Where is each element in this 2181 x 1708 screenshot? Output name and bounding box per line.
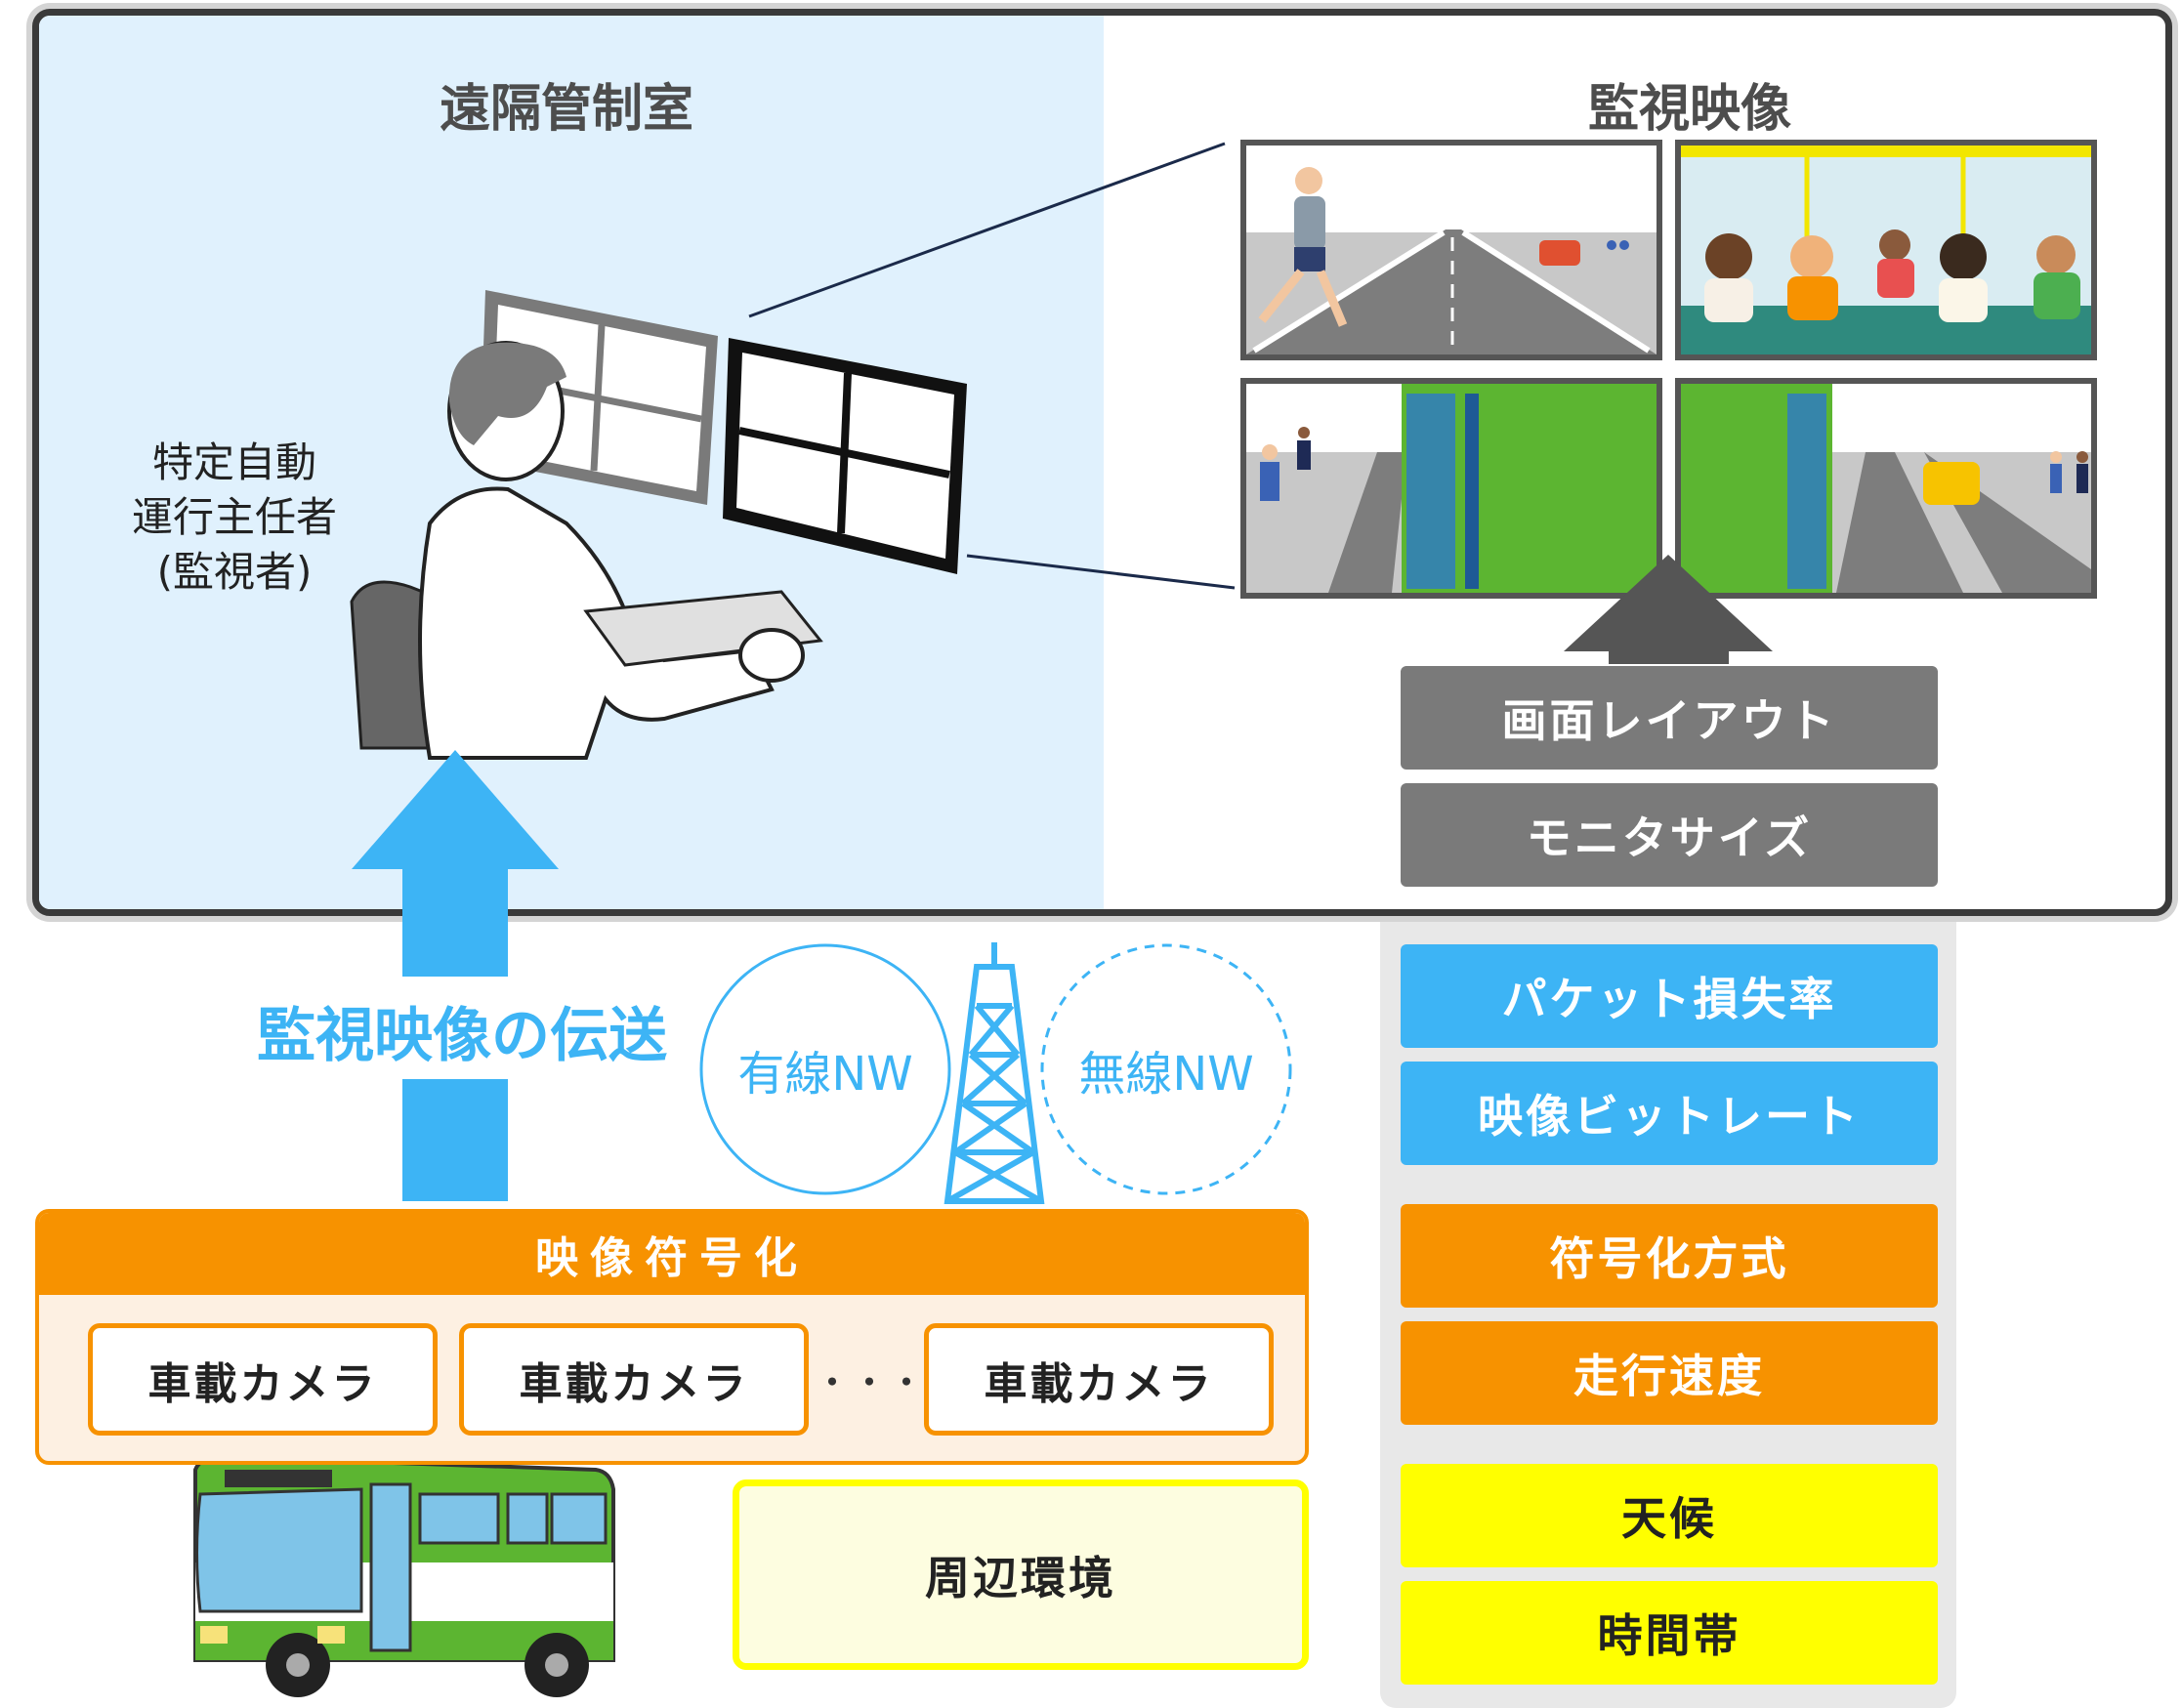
wired-nw-label: 有線NW [737,1047,913,1102]
wireless-nw-label: 無線NW [1078,1047,1254,1102]
encoding-panel: 映像符号化 車載カメラ 車載カメラ ・・・ 車載カメラ [35,1209,1309,1465]
camera-box: 車載カメラ [924,1323,1274,1436]
zoom-line [966,554,1236,590]
camera-ellipsis: ・・・ [814,1360,926,1404]
control-room-frame: 遠隔管制室 監視映像 特定自動 運行主任者 (監視者) [32,9,2172,916]
monitor-black-icon [723,338,967,574]
param-time-of-day: 時間帯 [1401,1581,1938,1685]
video-tile [1240,378,1662,599]
encoding-header: 映像符号化 [39,1213,1305,1295]
hand-icon [738,628,805,683]
taxi-icon [1923,462,1980,505]
param-monitor-size: モニタサイズ [1401,783,1938,887]
wireless-nw-circle [1040,943,1292,1195]
param-packet-loss: パケット損失率 [1401,944,1938,1048]
operator-label-line: 特定自動 [151,438,316,486]
monitor-video-title: 監視映像 [1587,79,1791,139]
zoom-line [748,142,1226,318]
param-driving-speed: 走行速度 [1401,1321,1938,1425]
environment-box: 周辺環境 [733,1479,1309,1670]
param-video-bitrate: 映像ビットレート [1401,1062,1938,1165]
transmission-arrow [352,750,559,1201]
parameter-arrow [1564,555,1773,664]
tower-icon [944,942,1045,1204]
monitor-video-grid [1240,140,2097,599]
video-tile [1675,378,2097,599]
operator-label: 特定自動 運行主任者 (監視者) [88,436,381,600]
operator-label-line: (監視者) [156,548,313,596]
camera-box: 車載カメラ [88,1323,438,1436]
param-encoding-method: 符号化方式 [1401,1204,1938,1308]
bus-icon [193,1454,615,1697]
video-tile [1675,140,2097,360]
video-tile [1240,140,1662,360]
operator-illustration [350,142,1236,760]
wired-nw-circle [699,943,951,1195]
param-screen-layout: 画面レイアウト [1401,666,1938,770]
camera-box: 車載カメラ [459,1323,809,1436]
control-room-title: 遠隔管制室 [439,79,693,139]
param-weather: 天候 [1401,1464,1938,1567]
operator-label-line: 運行主任者 [131,493,337,541]
person-head-icon [447,341,566,481]
car-icon [1539,240,1580,266]
transmission-label: 監視映像の伝送 [257,1001,667,1070]
runner-icon [1295,167,1322,194]
